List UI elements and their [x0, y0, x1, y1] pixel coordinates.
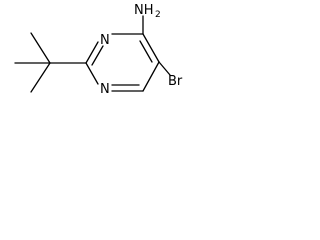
- bond-tbu-methyl-bottom: [30, 62, 51, 93]
- bond-c6-c5-double: [139, 40, 153, 63]
- bond-c2-n1: [85, 41, 99, 64]
- atom-label-amine-subscript: 2: [155, 10, 161, 20]
- bond-c6-c5: [142, 33, 160, 63]
- bond-c2-n1-double: [91, 45, 104, 66]
- tert-butyl-group: [14, 32, 87, 93]
- bond-n3-c2: [85, 62, 99, 85]
- bond-tbu-methyl-top: [30, 32, 51, 64]
- atom-label-n-bottom: N: [100, 82, 110, 97]
- atom-label-n-top: N: [100, 33, 110, 48]
- structure-diagram: N N NH 2 Br: [0, 0, 215, 120]
- molecule-svg: N N NH 2 Br: [14, 3, 183, 97]
- bond-c5-bromo: [158, 61, 171, 76]
- pyrimidine-ring: [85, 33, 160, 92]
- atom-label-amine: NH: [134, 3, 154, 18]
- atom-label-bromo: Br: [168, 74, 183, 89]
- bond-c5-c4: [142, 61, 160, 92]
